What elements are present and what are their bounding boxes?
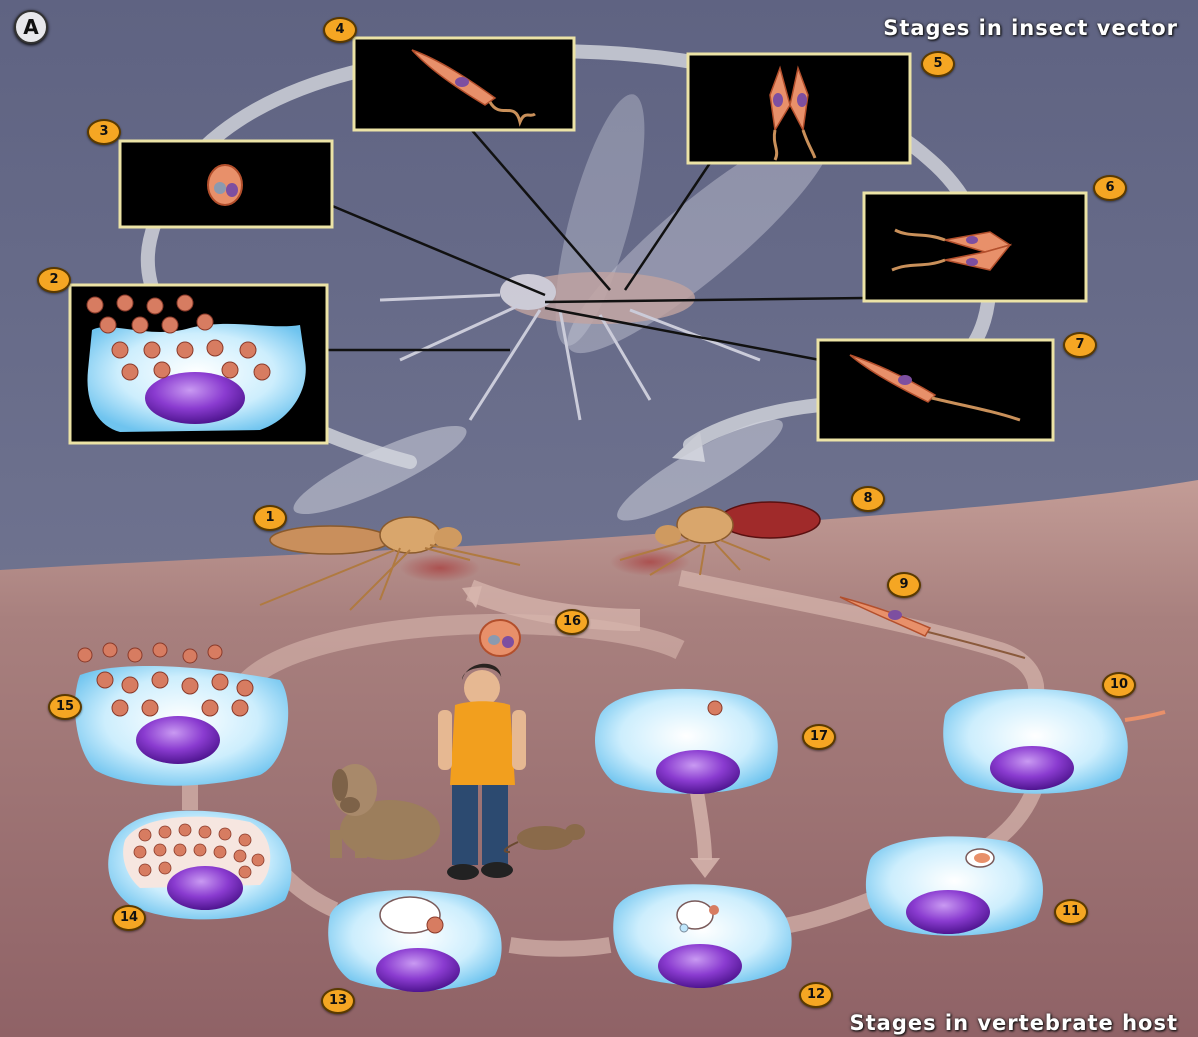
stage-badge-6: 6: [1093, 175, 1127, 201]
inset-stage-6: [864, 193, 1086, 301]
stage-badge-1: 1: [253, 505, 287, 531]
stage-badge-15: 15: [48, 694, 82, 720]
stage-badge-11: 11: [1054, 899, 1088, 925]
amastigote-stage-16: [480, 620, 520, 656]
inset-stage-5: [688, 54, 910, 163]
host-arrow-12-13: [510, 945, 610, 949]
cell-stage-13: [328, 890, 501, 992]
cell-stage-11: [866, 836, 1043, 935]
inset-stage-2: [70, 285, 327, 443]
insect-vector-title: Stages in insect vector: [883, 16, 1178, 40]
stage-badge-16: 16: [555, 609, 589, 635]
stage-badge-4: 4: [323, 17, 357, 43]
inset-stage-3: [120, 141, 332, 227]
stage-badge-13: 13: [321, 988, 355, 1014]
stage-badge-7: 7: [1063, 332, 1097, 358]
bite-site-left: [400, 554, 480, 582]
stage-badge-8: 8: [851, 486, 885, 512]
stage-badge-3: 3: [87, 119, 121, 145]
stage-badge-5: 5: [921, 51, 955, 77]
stage-badge-14: 14: [112, 905, 146, 931]
stage-badge-9: 9: [887, 572, 921, 598]
stage-badge-2: 2: [37, 267, 71, 293]
stage-badge-12: 12: [799, 982, 833, 1008]
cell-stage-12: [613, 884, 791, 988]
inset-stage-4: [354, 38, 574, 130]
stage-badge-17: 17: [802, 724, 836, 750]
stage-badge-10: 10: [1102, 672, 1136, 698]
inset-stage-7: [818, 340, 1053, 440]
cell-stage-14: [108, 811, 291, 920]
cell-stage-17: [595, 689, 778, 794]
panel-label: A: [14, 10, 48, 44]
vertebrate-host-title: Stages in vertebrate host: [849, 1011, 1178, 1035]
